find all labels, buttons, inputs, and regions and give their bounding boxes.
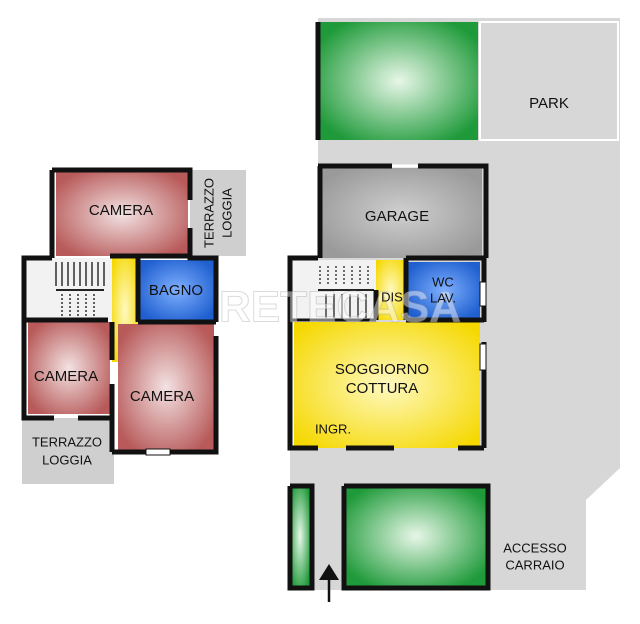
entrance-arrow-icon bbox=[319, 564, 339, 602]
bagno-room bbox=[140, 260, 214, 320]
label-camera-right: CAMERA bbox=[130, 388, 194, 405]
soggiorno-window bbox=[479, 343, 487, 371]
garden-bottom bbox=[346, 486, 486, 586]
watermark: RETECASA bbox=[219, 283, 461, 332]
label-camera-top: CAMERA bbox=[89, 202, 153, 219]
left-floor-walls bbox=[21, 167, 219, 455]
stair-right-steps bbox=[318, 266, 374, 318]
label-accesso-1: ACCESSO bbox=[503, 540, 567, 555]
soggiorno-room bbox=[294, 322, 480, 448]
label-camera-left: CAMERA bbox=[34, 368, 98, 385]
wc-window bbox=[479, 281, 487, 307]
terrazzo-right-area bbox=[190, 170, 246, 256]
window-bottom-left bbox=[145, 448, 171, 456]
garden-top bbox=[320, 22, 478, 140]
label-terrazzo-bottom-2: LOGGIA bbox=[42, 452, 92, 467]
label-wc-2: LAV. bbox=[430, 290, 456, 305]
label-terrazzo-right-1: TERRAZZO bbox=[201, 178, 216, 248]
garden-strip bbox=[290, 486, 310, 586]
stair-left-steps bbox=[55, 262, 105, 318]
label-accesso-2: CARRAIO bbox=[505, 557, 564, 572]
label-bagno: BAGNO bbox=[149, 282, 203, 299]
label-dis: DIS bbox=[381, 289, 403, 304]
label-soggiorno-2: COTTURA bbox=[346, 380, 419, 397]
camera-top-room bbox=[56, 172, 188, 256]
label-ingr: INGR. bbox=[315, 421, 351, 436]
label-terrazzo-bottom-1: TERRAZZO bbox=[32, 434, 102, 449]
right-floor-walls bbox=[287, 22, 491, 591]
camera-right-room bbox=[118, 324, 214, 450]
label-terrazzo-right-2: LOGGIA bbox=[219, 188, 234, 238]
park-area bbox=[479, 21, 619, 141]
label-garage: GARAGE bbox=[365, 208, 429, 225]
wc-room bbox=[408, 262, 480, 318]
label-wc-1: WC bbox=[432, 274, 454, 289]
label-soggiorno-1: SOGGIORNO bbox=[335, 361, 429, 378]
terrazzo-bottom-area bbox=[22, 418, 114, 484]
camera-left-room bbox=[28, 322, 110, 414]
garage-room bbox=[322, 168, 482, 258]
dis-corridor bbox=[376, 260, 406, 320]
label-park: PARK bbox=[529, 95, 569, 112]
